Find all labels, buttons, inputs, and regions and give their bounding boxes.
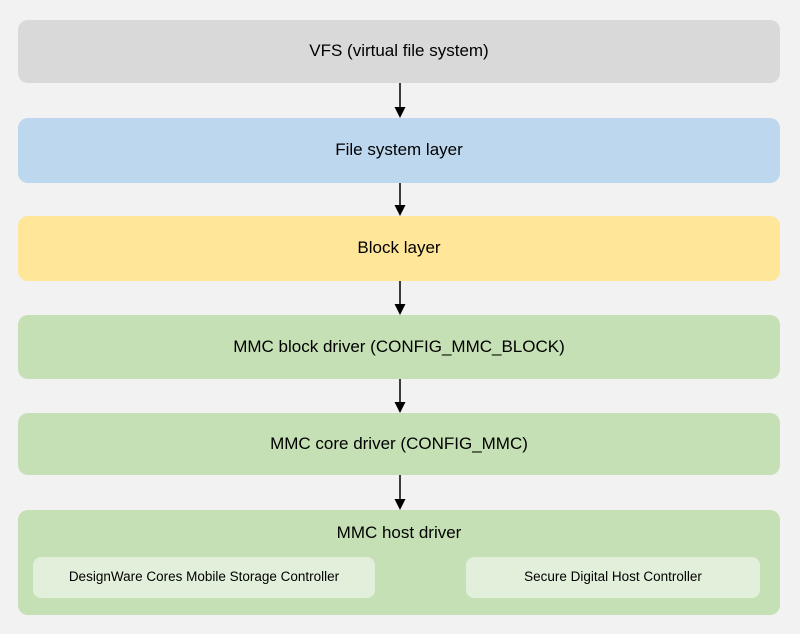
layer-mmc-host-driver-label: MMC host driver (336, 523, 462, 542)
down-arrow-icon (393, 83, 407, 118)
layer-vfs-label: VFS (virtual file system) (309, 41, 489, 61)
controller-designware-label: DesignWare Cores Mobile Storage Controll… (68, 569, 340, 585)
layer-mmc-core-driver: MMC core driver (CONFIG_MMC) (18, 413, 780, 475)
layer-block: Block layer (18, 216, 780, 281)
layer-mmc-core-driver-label: MMC core driver (CONFIG_MMC) (270, 433, 528, 453)
layer-mmc-block-driver-label: MMC block driver (CONFIG_MMC_BLOCK) (233, 336, 565, 356)
controller-sdhc-label: Secure Digital Host Controller (524, 569, 702, 585)
down-arrow-icon (393, 281, 407, 315)
controller-sdhc: Secure Digital Host Controller (466, 557, 760, 598)
layer-block-label: Block layer (357, 238, 441, 258)
layer-file-system-label: File system layer (335, 140, 463, 160)
down-arrow-icon (393, 475, 407, 510)
layer-mmc-host-driver: MMC host driver DesignWare Cores Mobile … (18, 510, 780, 615)
down-arrow-icon (393, 379, 407, 413)
layer-mmc-block-driver: MMC block driver (CONFIG_MMC_BLOCK) (18, 315, 780, 379)
layer-vfs: VFS (virtual file system) (18, 20, 780, 83)
layer-file-system: File system layer (18, 118, 780, 183)
controller-designware: DesignWare Cores Mobile Storage Controll… (33, 557, 375, 598)
down-arrow-icon (393, 183, 407, 216)
